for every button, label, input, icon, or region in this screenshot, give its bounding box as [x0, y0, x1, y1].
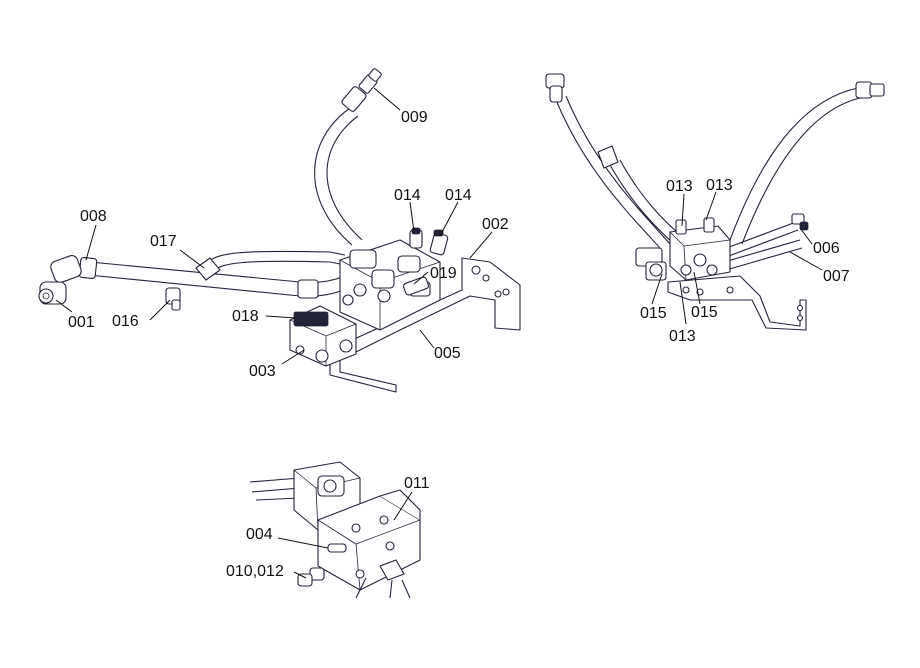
hose-right — [729, 81, 885, 245]
label-009: 009 — [401, 109, 428, 126]
fittings-014 — [409, 227, 449, 256]
leader-001 — [55, 299, 73, 313]
main-assembly — [38, 68, 521, 393]
label-014a: 014 — [394, 187, 421, 204]
valve-body-right — [635, 217, 731, 281]
leader-013b — [705, 191, 717, 221]
leader-008 — [85, 224, 97, 261]
label-004: 004 — [246, 526, 273, 543]
fitting-001 — [38, 255, 82, 305]
right-assembly — [545, 73, 885, 331]
part-labels: 001 008 016 017 009 014 014 002 019 018 … — [68, 109, 850, 580]
leader-015b — [693, 271, 701, 305]
leader-014a — [409, 201, 415, 233]
label-013b: 013 — [706, 177, 733, 194]
leader-003 — [281, 349, 305, 365]
mounting-plate-right — [667, 275, 807, 331]
leader-014b — [439, 201, 459, 237]
hose-017 — [195, 250, 346, 281]
leader-006 — [799, 227, 813, 245]
label-015a: 015 — [640, 305, 667, 322]
label-011: 011 — [404, 475, 430, 492]
label-006: 006 — [813, 240, 840, 257]
label-018: 018 — [232, 308, 259, 325]
leader-002 — [469, 231, 493, 259]
label-010-012: 010,012 — [226, 563, 284, 580]
leader-010-012 — [293, 571, 307, 579]
label-008: 008 — [80, 208, 107, 225]
leader-013c — [679, 281, 687, 325]
label-002: 002 — [482, 216, 509, 233]
label-014b: 014 — [445, 187, 472, 204]
leader-011 — [393, 491, 413, 521]
hoses-006-007 — [715, 213, 809, 271]
fitting-016 — [165, 287, 181, 311]
leader-007 — [789, 251, 823, 271]
label-013c: 013 — [669, 328, 696, 345]
label-001: 001 — [68, 314, 95, 331]
leader-009 — [373, 87, 401, 111]
label-015b: 015 — [691, 304, 718, 321]
label-013a: 013 — [666, 178, 693, 195]
leader-018 — [265, 315, 297, 319]
label-005: 005 — [434, 345, 461, 362]
label-017: 017 — [150, 233, 177, 250]
valve-block — [339, 239, 441, 331]
leader-005 — [419, 329, 435, 349]
hose-009 — [314, 68, 382, 246]
label-007: 007 — [823, 268, 850, 285]
leader-017 — [179, 249, 205, 269]
label-019: 019 — [430, 265, 457, 282]
label-016: 016 — [112, 313, 139, 330]
leader-013a — [681, 193, 685, 227]
leader-016 — [149, 299, 171, 321]
label-003: 003 — [249, 363, 276, 380]
hose-left — [545, 73, 671, 249]
solenoid-003 — [289, 305, 357, 367]
fitting-019 — [402, 276, 430, 296]
leader-015a — [651, 273, 663, 305]
leader-004 — [277, 537, 329, 549]
leader-019 — [413, 271, 429, 285]
leader-lines — [55, 87, 823, 579]
